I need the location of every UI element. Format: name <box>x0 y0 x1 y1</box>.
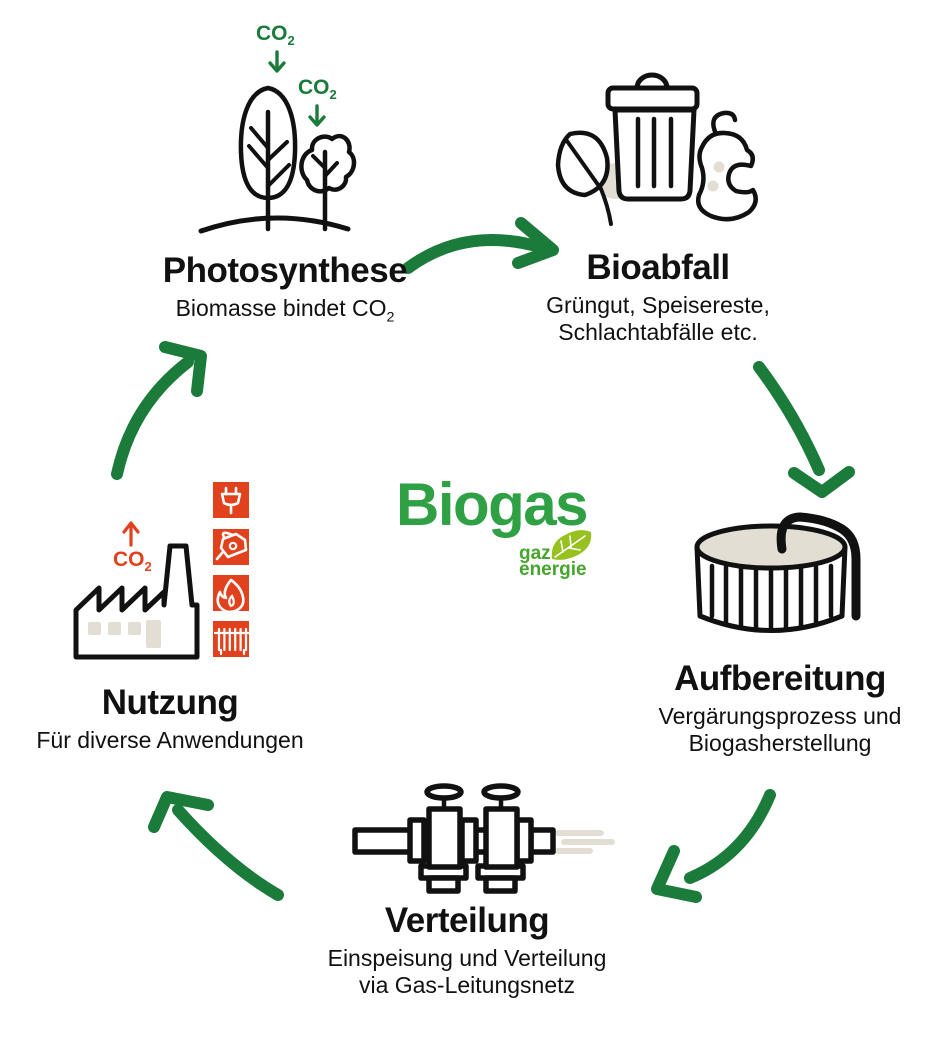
co2-label-green-2: CO2 <box>298 76 337 103</box>
stage-title-verteilung: Verteilung <box>384 901 550 940</box>
stage-photosynthese: Photosynthese Biomasse bindet CO2 <box>85 252 485 332</box>
arrow-aufbereitung-to-verteilung <box>651 789 776 903</box>
brand-gaz-text: gaz <box>519 543 551 564</box>
factory-icon <box>73 521 200 660</box>
stage-subtitle-nutzung: Für diverse Anwendungen <box>36 727 304 753</box>
arrow-nutzung-to-photosynthese <box>111 341 207 480</box>
gas-pipe-icon <box>776 512 861 621</box>
co2-up-arrow-icon <box>122 521 140 547</box>
arrow-bioabfall-to-aufbereitung <box>753 361 855 498</box>
digester-tank-icon <box>694 512 861 633</box>
stage-subtitle-verteilung: Einspeisung und Verteilung via Gas-Leitu… <box>327 945 607 998</box>
brand-energie-text: energie <box>519 559 587 580</box>
stage-bioabfall: Bioabfall Grüngut, Speisereste, Schlacht… <box>458 249 858 346</box>
stage-subtitle-bioabfall: Grüngut, Speisereste, Schlachtabfälle et… <box>546 292 770 345</box>
stage-title-photosynthese: Photosynthese <box>162 251 408 290</box>
arrow-verteilung-to-nutzung <box>148 791 284 901</box>
co2-down-arrow-1-icon <box>268 50 286 73</box>
fuel-nozzle-icon <box>213 529 249 565</box>
biogas-logo: Biogas <box>396 471 589 538</box>
arrow-photosynthese-to-bioabfall <box>402 217 559 274</box>
stage-title-nutzung: Nutzung <box>101 683 239 722</box>
apple-core-icon <box>696 110 758 222</box>
stage-subtitle-photosynthese: Biomasse bindet CO2 <box>175 295 395 326</box>
co2-down-arrow-2-icon <box>308 104 326 127</box>
stage-aufbereitung: Aufbereitung Vergärungsprozess und Bioga… <box>580 660 940 757</box>
radiator-icon <box>213 621 251 657</box>
flame-icon <box>213 575 249 614</box>
stage-nutzung: Nutzung Für diverse Anwendungen <box>0 684 370 754</box>
stage-verteilung: Verteilung Einspeisung und Verteilung vi… <box>267 902 667 999</box>
brand-leaf-icon <box>551 530 592 560</box>
pipeline-valves-icon <box>352 783 615 894</box>
power-plug-icon <box>213 482 249 518</box>
co2-label-green-1: CO2 <box>256 22 295 49</box>
stage-title-bioabfall: Bioabfall <box>586 248 730 287</box>
trees-co2-icon <box>198 50 357 234</box>
stage-subtitle-aufbereitung: Vergärungsprozess und Biogasherstellung <box>658 703 902 756</box>
usage-icons <box>213 482 251 657</box>
stage-title-aufbereitung: Aufbereitung <box>674 659 886 698</box>
leaf-icon <box>555 130 613 226</box>
waste-bin-icon <box>555 72 758 226</box>
co2-label-red: CO2 <box>113 548 152 575</box>
